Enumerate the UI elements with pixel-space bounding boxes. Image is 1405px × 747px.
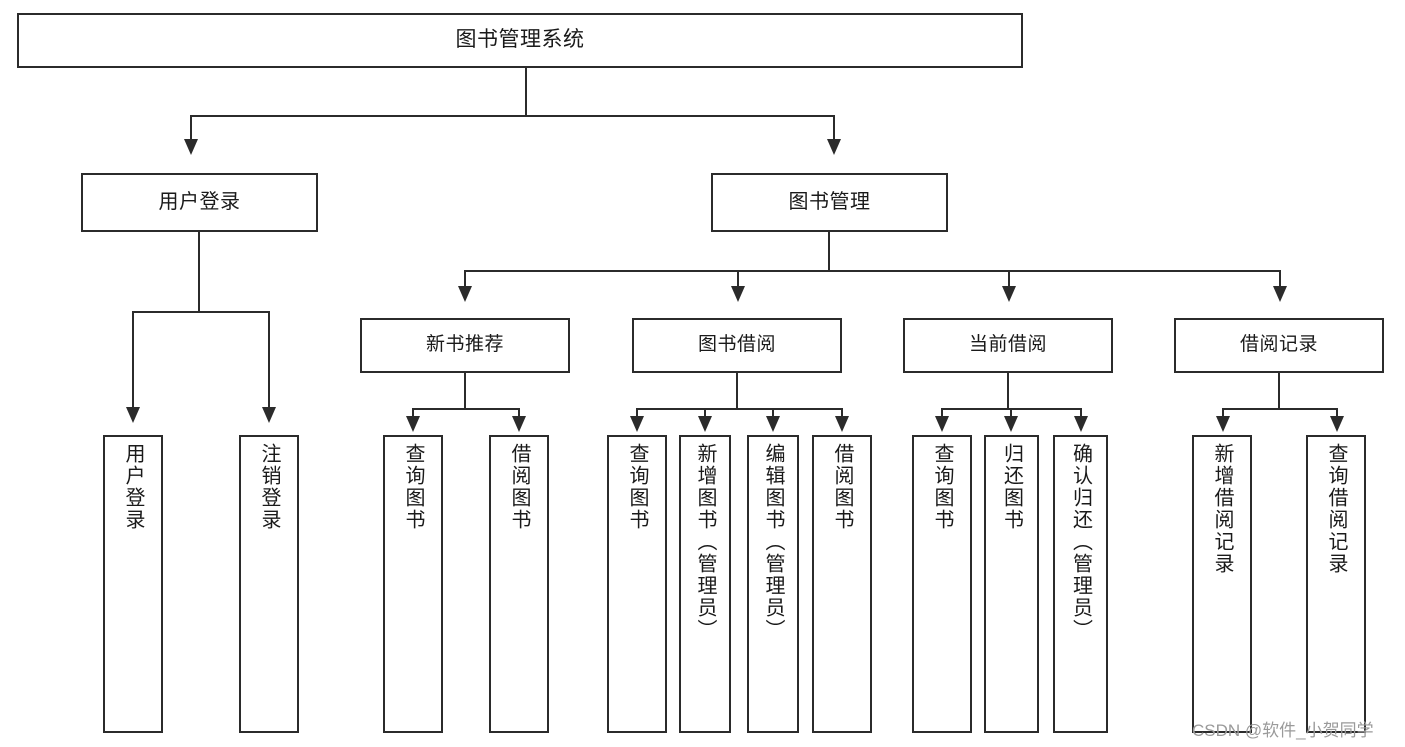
edge-book-borrow-stem [736,373,738,409]
node-new-book-recommend[interactable]: 新书推荐 [360,318,570,373]
edge-root-stem [525,68,527,116]
leaf-new-book-borrow-book[interactable]: 借阅图书 [489,435,549,733]
edge-to-current-borrow [1008,270,1010,288]
arrowhead-cb-to-leaf-3 [1074,416,1088,432]
arrowhead-user-login-to-leaf-2 [262,407,276,423]
leaf-current-borrow-query-book[interactable]: 查询图书 [912,435,972,733]
leaf-new-book-query-book[interactable]: 查询图书 [383,435,443,733]
edge-level3-bus [464,270,1281,272]
edge-nbr-to-leaf-2 [518,408,520,420]
edge-current-borrow-stem [1007,373,1009,409]
edge-book-management-stem [828,232,830,271]
leaf-book-borrow-query-book[interactable]: 查询图书 [607,435,667,733]
edge-br-to-leaf-2 [1336,408,1338,420]
node-book-borrow[interactable]: 图书借阅 [632,318,842,373]
node-label: 查询图书 [626,443,648,531]
arrowhead-br-to-leaf-2 [1330,416,1344,432]
node-label: 新增借阅记录 [1211,443,1233,575]
edge-user-login-stem [198,232,200,312]
arrowhead-to-book-borrow [731,286,745,302]
node-label: 查询图书 [402,443,424,531]
leaf-current-borrow-return-book[interactable]: 归还图书 [984,435,1039,733]
arrowhead-br-to-leaf-1 [1216,416,1230,432]
arrowhead-root-to-book-management [827,139,841,155]
edge-root-bus [190,115,835,117]
edge-cb-to-leaf-3 [1080,408,1082,420]
node-current-borrow[interactable]: 当前借阅 [903,318,1113,373]
edge-user-login-to-leaf-2 [268,311,270,411]
edge-cb-to-leaf-1 [941,408,943,420]
arrowhead-user-login-to-leaf-1 [126,407,140,423]
node-label: 用户登录 [122,443,144,531]
node-label: 用户登录 [158,190,241,213]
node-user-login[interactable]: 用户登录 [81,173,318,232]
node-label: 当前借阅 [968,334,1047,356]
node-label: 借阅记录 [1239,334,1318,356]
node-label: 查询图书 [931,443,953,531]
node-label: 新增图书（管理员） [694,443,716,641]
edge-br-to-leaf-1 [1222,408,1224,420]
edge-root-to-user-login [190,115,192,143]
edge-user-login-to-leaf-1 [132,311,134,411]
edge-borrow-record-bus [1222,408,1338,410]
node-label: 图书借阅 [697,334,776,356]
edge-new-book-recommend-bus [412,408,520,410]
edge-new-book-recommend-stem [464,373,466,409]
arrowhead-to-borrow-record [1273,286,1287,302]
node-label: 借阅图书 [831,443,853,531]
leaf-user-login-logout[interactable]: 注销登录 [239,435,299,733]
leaf-borrow-record-query-record[interactable]: 查询借阅记录 [1306,435,1366,733]
leaf-current-borrow-confirm-return-admin[interactable]: 确认归还（管理员） [1053,435,1108,733]
node-borrow-record[interactable]: 借阅记录 [1174,318,1384,373]
node-label: 注销登录 [258,443,280,531]
arrowhead-to-new-book-recommend [458,286,472,302]
arrowhead-to-current-borrow [1002,286,1016,302]
node-root-book-management-system[interactable]: 图书管理系统 [17,13,1023,68]
edge-bb-to-leaf-2 [704,408,706,420]
node-label: 新书推荐 [425,334,504,356]
edge-bb-to-leaf-4 [841,408,843,420]
edge-to-new-book-recommend [464,270,466,288]
arrowhead-bb-to-leaf-4 [835,416,849,432]
node-label: 编辑图书（管理员） [762,443,784,641]
edge-borrow-record-stem [1278,373,1280,409]
arrowhead-cb-to-leaf-1 [935,416,949,432]
arrowhead-nbr-to-leaf-2 [512,416,526,432]
leaf-book-borrow-add-book-admin[interactable]: 新增图书（管理员） [679,435,731,733]
node-label: 图书管理系统 [455,28,585,52]
arrowhead-nbr-to-leaf-1 [406,416,420,432]
edge-root-to-book-management [833,115,835,143]
edge-cb-to-leaf-2 [1010,408,1012,420]
arrowhead-bb-to-leaf-1 [630,416,644,432]
node-label: 图书管理 [788,190,871,213]
arrowhead-bb-to-leaf-3 [766,416,780,432]
edge-bb-to-leaf-3 [772,408,774,420]
node-book-management[interactable]: 图书管理 [711,173,948,232]
node-label: 查询借阅记录 [1325,443,1347,575]
arrowhead-cb-to-leaf-2 [1004,416,1018,432]
leaf-user-login-login[interactable]: 用户登录 [103,435,163,733]
edge-user-login-bus [132,311,269,313]
leaf-book-borrow-borrow-book[interactable]: 借阅图书 [812,435,872,733]
edge-nbr-to-leaf-1 [412,408,414,420]
node-label: 借阅图书 [508,443,530,531]
edge-to-borrow-record [1279,270,1281,288]
edge-book-borrow-bus [636,408,843,410]
edge-to-book-borrow [737,270,739,288]
edge-bb-to-leaf-1 [636,408,638,420]
arrowhead-bb-to-leaf-2 [698,416,712,432]
leaf-book-borrow-edit-book-admin[interactable]: 编辑图书（管理员） [747,435,799,733]
leaf-borrow-record-add-record[interactable]: 新增借阅记录 [1192,435,1252,733]
csdn-watermark: CSDN @软件_小贺同学 [1192,721,1374,740]
node-label: 归还图书 [1000,443,1023,531]
arrowhead-root-to-user-login [184,139,198,155]
node-label: 确认归还（管理员） [1069,443,1092,641]
